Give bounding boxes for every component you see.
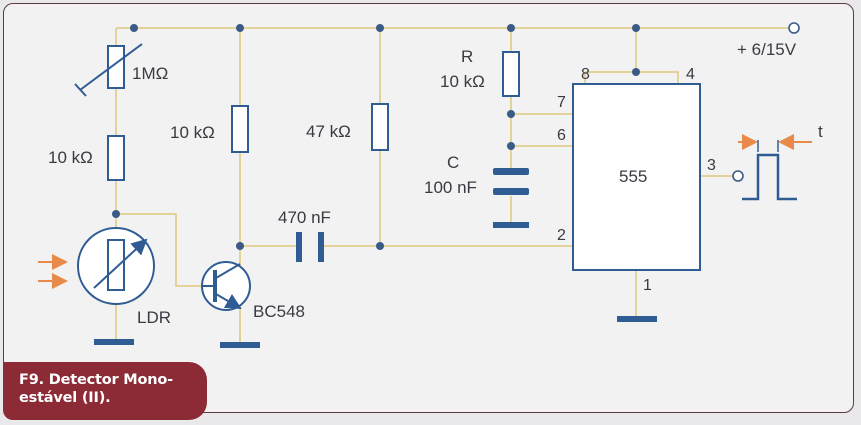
label-r2: 10 kΩ (170, 123, 215, 142)
ground-ldr (94, 339, 134, 345)
ground-transistor (220, 342, 260, 348)
label-ldr: LDR (137, 308, 171, 327)
figure-caption: F9. Detector Mono- estável (II). (3, 362, 207, 420)
ic-555 (572, 83, 701, 271)
light-arrows (38, 254, 68, 289)
output-pulse (738, 134, 812, 201)
capacitor-timing (493, 168, 529, 228)
caption-line-2: estável (II). (19, 390, 111, 406)
capacitor-coupling (294, 232, 330, 262)
label-timing-r-value: 10 kΩ (440, 72, 485, 91)
pin-7: 7 (557, 94, 566, 111)
label-pulse-width: t (818, 122, 823, 141)
resistor-r3 (371, 103, 389, 151)
pin-8: 8 (581, 66, 590, 83)
label-r3: 47 kΩ (306, 122, 351, 141)
figure-frame (3, 3, 854, 413)
supply-terminal (788, 22, 800, 34)
transistor-bc548 (201, 261, 251, 311)
pin-4: 4 (686, 66, 695, 83)
resistor-timing (502, 51, 520, 97)
ground-ic (617, 316, 657, 322)
label-timing-c-value: 100 nF (424, 178, 477, 197)
caption-line-1: F9. Detector Mono- (19, 372, 173, 388)
resistor-r2 (231, 105, 249, 153)
label-transistor: BC548 (253, 302, 305, 321)
label-r1: 10 kΩ (48, 148, 93, 167)
pin-2: 2 (557, 227, 566, 244)
label-supply: + 6/15V (737, 40, 797, 59)
pin-1: 1 (643, 277, 652, 294)
label-pot: 1MΩ (132, 64, 168, 83)
label-ic: 555 (619, 167, 647, 186)
label-capacitor-coupling: 470 nF (278, 208, 331, 227)
junction-nodes (112, 24, 640, 250)
ldr (77, 227, 155, 305)
pin-6: 6 (557, 127, 566, 144)
label-timing-c-name: C (447, 153, 459, 172)
potentiometer-1m (74, 43, 143, 97)
pin-3: 3 (707, 157, 716, 174)
label-timing-r-name: R (461, 47, 473, 66)
output-terminal (732, 170, 744, 182)
resistor-r1 (107, 135, 125, 181)
